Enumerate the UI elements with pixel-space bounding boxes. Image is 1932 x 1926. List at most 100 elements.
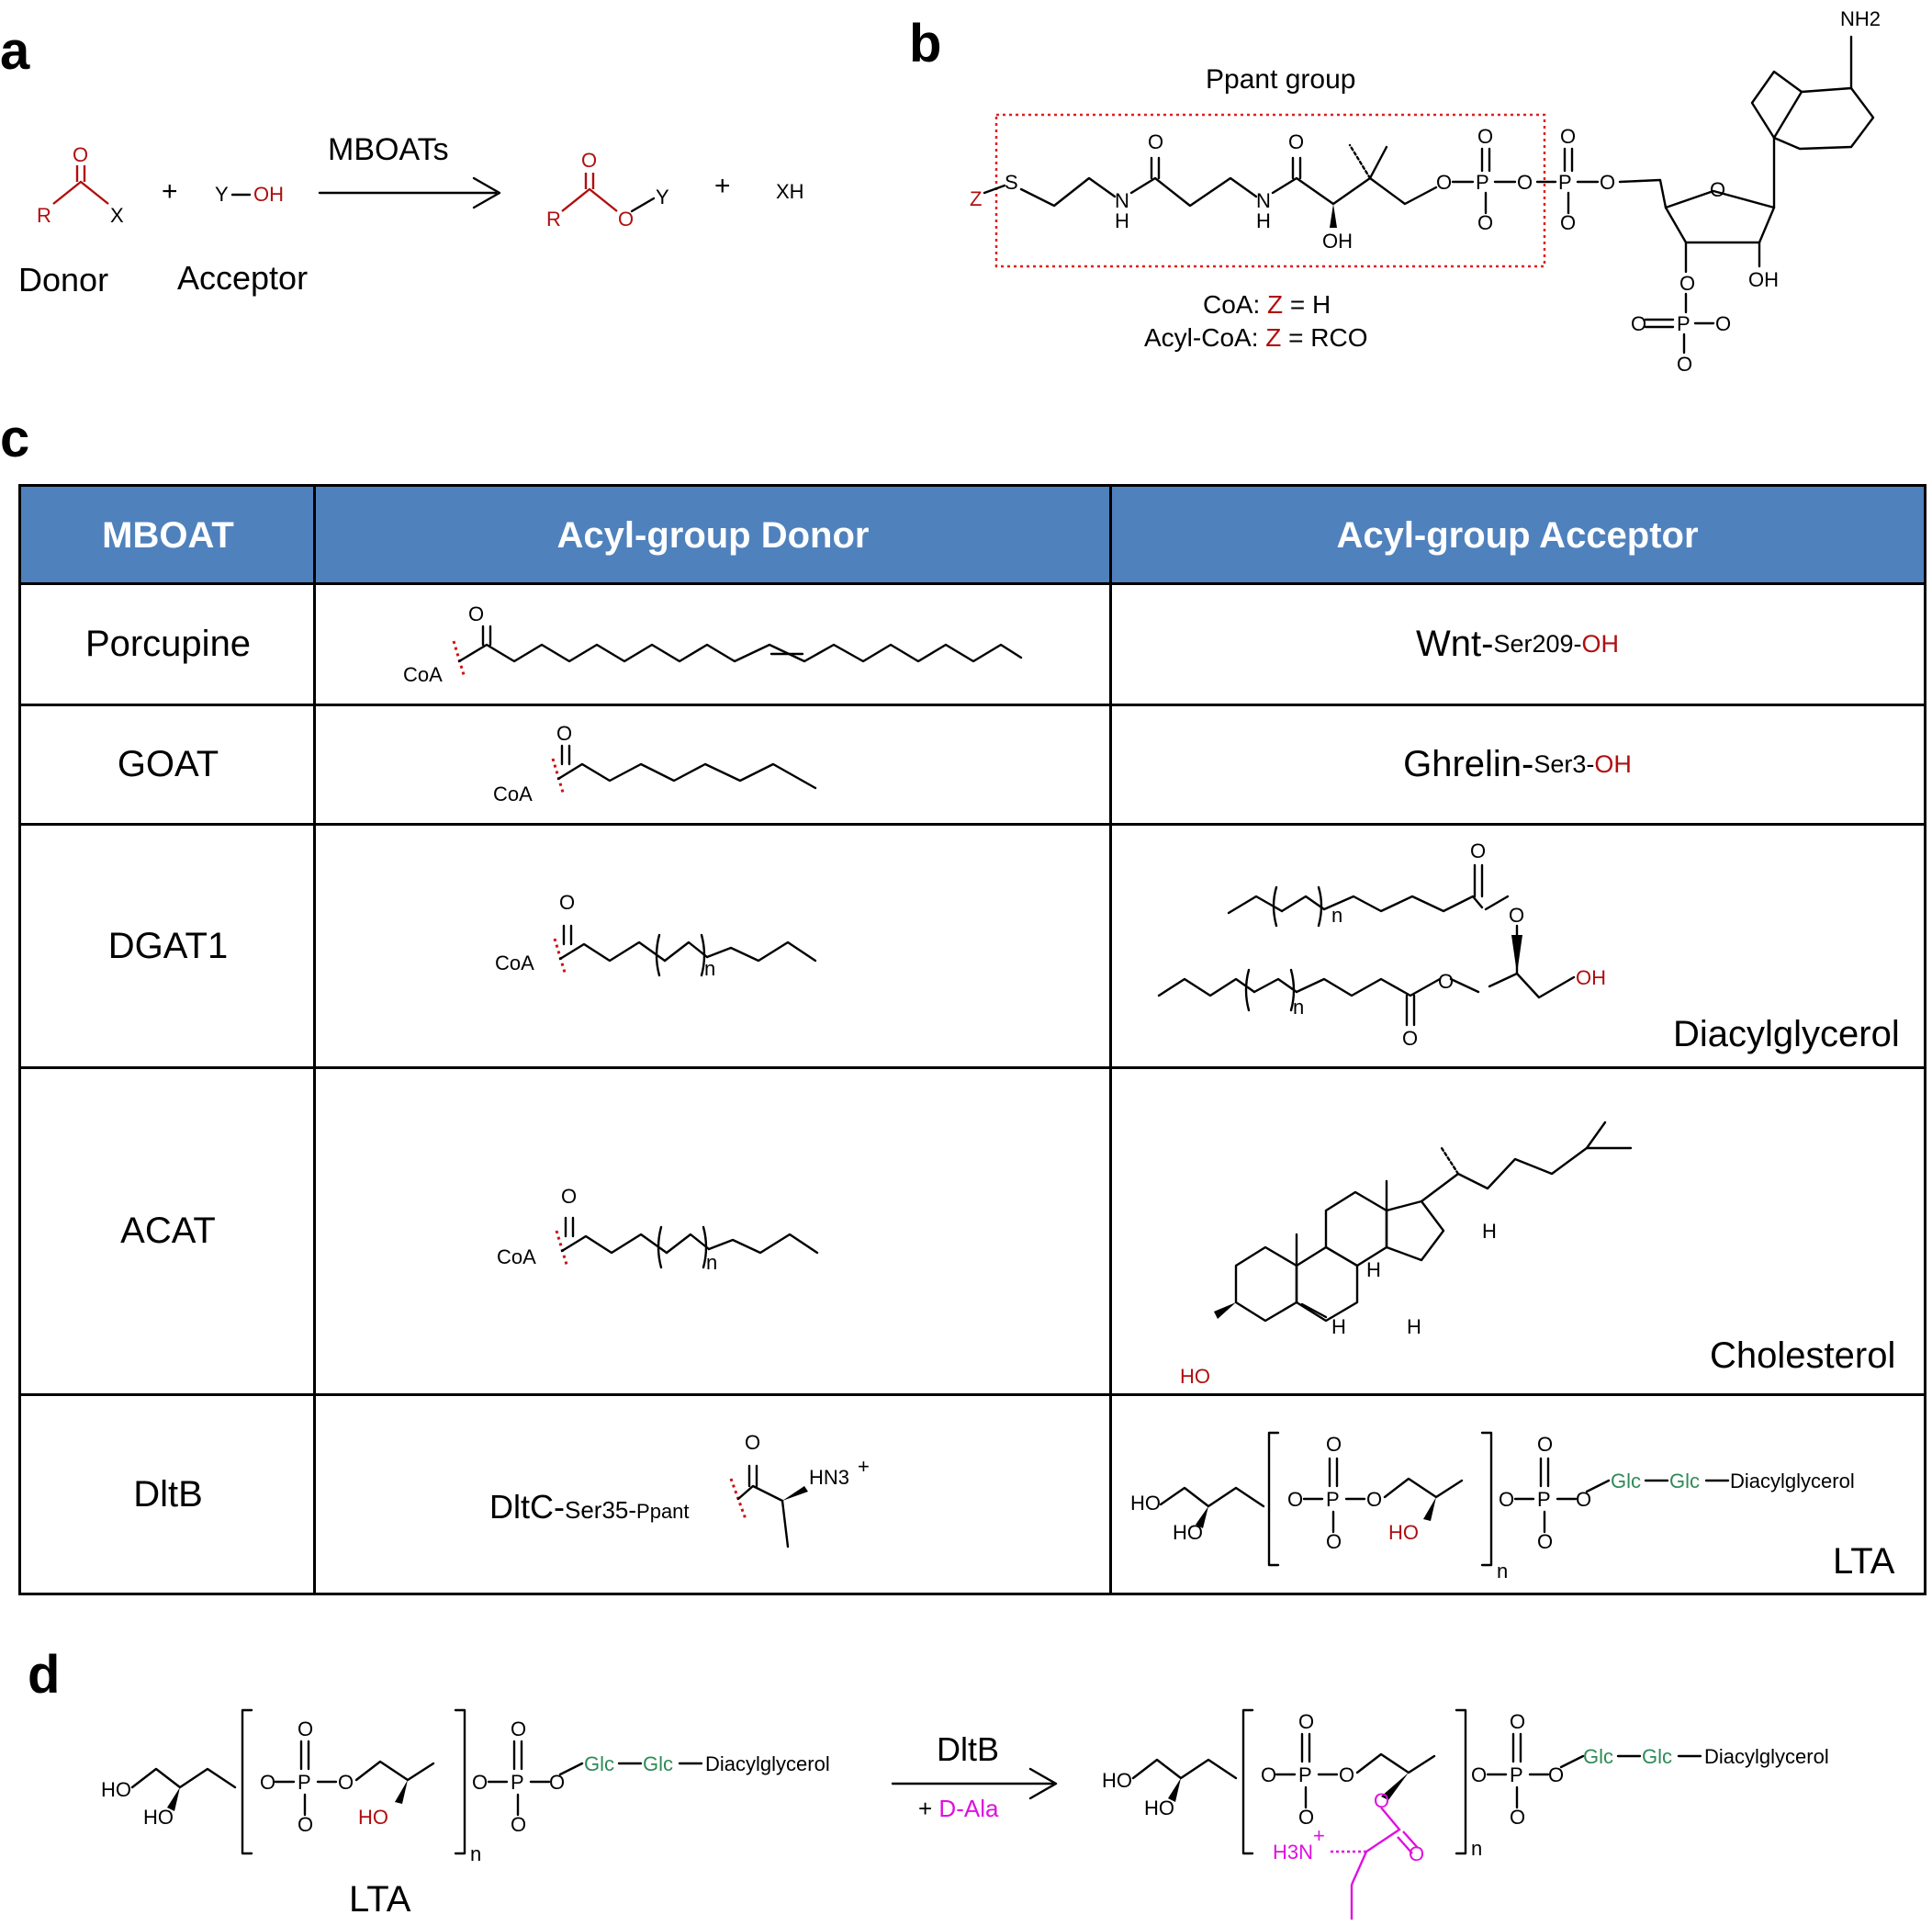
d-o-left-2-top: O: [511, 1718, 527, 1740]
donor-caption: Donor: [18, 261, 109, 298]
p-atom-2: P: [1558, 171, 1572, 194]
header-acceptor: Acyl-group Acceptor: [1111, 487, 1924, 584]
coa-definition: CoA: Z = H: [1203, 290, 1331, 319]
mboat-table: MBOAT Acyl-group Donor Acyl-group Accept…: [18, 484, 1926, 1595]
d-o-left-3: O: [472, 1771, 489, 1794]
row-name-goat: GOAT: [117, 744, 219, 784]
o-atom-3prime: O: [1679, 272, 1696, 295]
o-label-goat: O: [556, 722, 573, 745]
row-name-dltb: DltB: [133, 1473, 203, 1515]
oh-atom-2prime: OH: [1748, 268, 1779, 291]
row-divider-0: [21, 582, 1924, 585]
acceptor-ghrelin: Ghrelin-Ser3-OH: [1403, 744, 1632, 784]
coa-label-goat: CoA: [493, 783, 533, 805]
p-label-lta-2: P: [1537, 1488, 1551, 1511]
d-p-right-1: P: [1298, 1763, 1312, 1786]
d-glc-left-2: Glc: [643, 1752, 673, 1775]
o-label-lta-1-top: O: [1326, 1433, 1342, 1456]
h-label-chol-3: H: [1407, 1315, 1421, 1338]
d-dltb-arrow-label: DltB: [937, 1730, 1000, 1768]
xh-atom: XH: [776, 180, 804, 203]
d-o-right-1-top: O: [1298, 1710, 1315, 1733]
d-diacylglycerol-right: Diacylglycerol: [1704, 1745, 1829, 1768]
o-label-lta-2-top: O: [1537, 1433, 1554, 1456]
o-atom-bridge: O: [1517, 171, 1533, 194]
p-atom-1: P: [1476, 171, 1489, 194]
acceptor-caption: Acceptor: [177, 259, 309, 297]
row-name-acat: ACAT: [120, 1211, 216, 1251]
d-glc-right-1: Glc: [1583, 1745, 1613, 1768]
row-divider-3: [21, 1066, 1924, 1069]
ho-label-lta-2: HO: [1173, 1521, 1203, 1544]
d-o-left-1: O: [260, 1771, 276, 1794]
d-reagent: + D-Ala: [918, 1795, 999, 1822]
coa-label-acat: CoA: [497, 1245, 536, 1268]
d-o-left-2-bottom: O: [511, 1813, 527, 1836]
donor-r-atom: R: [37, 204, 51, 227]
d-lta-caption: LTA: [349, 1879, 411, 1920]
header-mboat: MBOAT: [21, 487, 315, 584]
d-o-right-3: O: [1471, 1763, 1488, 1786]
n-label-acat: n: [706, 1251, 718, 1274]
nh2-atom: NH2: [1840, 7, 1881, 30]
h-label-chol-1: H: [1331, 1315, 1346, 1338]
d-o-left-1-top: O: [298, 1718, 314, 1740]
column-divider-2: [1109, 487, 1112, 1593]
o-atom-p3-right: O: [1715, 312, 1732, 335]
o-label-dag-upper-ester: O: [1509, 904, 1525, 927]
h-atom-1: H: [1115, 209, 1129, 232]
o-label-dag-lower-ester: O: [1438, 970, 1455, 993]
coa-label-porcupine: CoA: [403, 663, 443, 686]
n-label-lta: n: [1497, 1560, 1509, 1582]
acceptor-oh-atom: OH: [253, 183, 284, 206]
p-label-lta-1: P: [1326, 1488, 1340, 1511]
plus-sign-2: +: [714, 171, 731, 201]
ho-label-lta-glycerol: HO: [1388, 1521, 1419, 1544]
d-o-right-1-bottom: O: [1298, 1806, 1315, 1829]
d-ho-left-2: HO: [143, 1806, 174, 1829]
p-atom-3: P: [1677, 312, 1690, 335]
o-label-lta-1: O: [1287, 1488, 1304, 1511]
d-o-left-1-bottom: O: [298, 1813, 314, 1836]
n-label-dag-lower: n: [1293, 996, 1305, 1019]
row-divider-1: [21, 704, 1924, 706]
o-atom-p2-bottom: O: [1560, 211, 1577, 234]
d-p-left-1: P: [298, 1771, 311, 1794]
d-o-right-2-top: O: [1510, 1710, 1526, 1733]
d-n-left: n: [470, 1842, 482, 1865]
d-glc-left-1: Glc: [584, 1752, 614, 1775]
o-label-porcupine: O: [468, 603, 485, 625]
h-label-chol-4: H: [1482, 1220, 1497, 1243]
d-glc-right-2: Glc: [1642, 1745, 1672, 1768]
ppant-group-label: Ppant group: [1206, 64, 1356, 95]
coa-label-dgat1: CoA: [495, 952, 534, 974]
n-label-dag-upper: n: [1331, 904, 1343, 927]
acylcoa-definition: Acyl-CoA: Z = RCO: [1144, 323, 1368, 352]
cholesterol-label: Cholesterol: [1710, 1335, 1896, 1376]
o-label-acat: O: [561, 1185, 578, 1208]
glc-label-lta-1: Glc: [1611, 1470, 1641, 1492]
row-name-porcupine: Porcupine: [84, 624, 252, 664]
o-label-lta-4: O: [1576, 1488, 1592, 1511]
d-ho-left-1: HO: [101, 1778, 131, 1801]
row-divider-4: [21, 1393, 1924, 1396]
acceptor-wnt: Wnt-Ser209-OH: [1416, 624, 1619, 664]
d-o-carbonyl-dala: O: [1409, 1842, 1425, 1865]
lta-label-table: LTA: [1833, 1541, 1895, 1582]
donor-dltc-ppant: DltC-Ser35-Ppant: [489, 1488, 690, 1526]
mboats-arrow-label: MBOATs: [328, 132, 449, 167]
s-atom: S: [1005, 171, 1018, 194]
o-label-dltb: O: [745, 1431, 761, 1454]
panel-b-label: b: [909, 14, 942, 73]
o-atom-p3-bottom: O: [1677, 353, 1693, 376]
o-atom-p2-top: O: [1560, 125, 1577, 148]
panel-c-label: c: [0, 409, 30, 468]
donor-o-atom: O: [73, 143, 89, 166]
plus-label-dltb: +: [858, 1455, 870, 1478]
d-h3n-label: H3N: [1273, 1841, 1314, 1864]
o-atom-p1-top: O: [1477, 125, 1494, 148]
d-o-left-2: O: [338, 1771, 354, 1794]
d-diacylglycerol-left: Diacylglycerol: [705, 1752, 830, 1775]
product-r-atom: R: [546, 208, 561, 231]
